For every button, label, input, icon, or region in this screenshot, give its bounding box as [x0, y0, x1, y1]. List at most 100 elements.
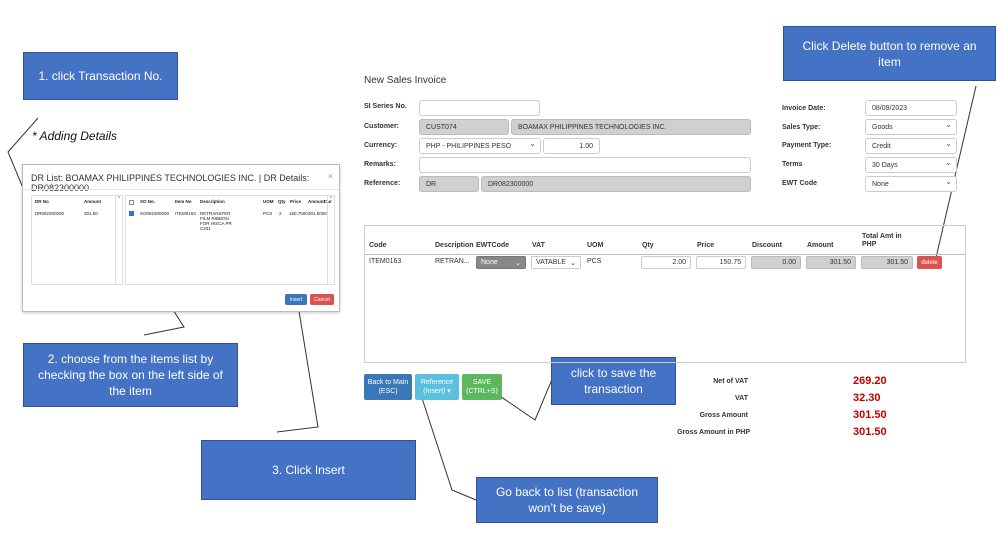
- item-checkbox[interactable]: [129, 211, 134, 216]
- gross-amount-php-label: Gross Amount in PHP: [677, 429, 750, 436]
- payment-type-select[interactable]: Credit: [865, 138, 957, 154]
- dr-list-modal: DR List: BOAMAX PHILIPPINES TECHNOLOGIES…: [22, 164, 340, 312]
- delete-button[interactable]: delete: [917, 256, 942, 269]
- row-amount-field: 301.50: [806, 256, 856, 269]
- net-vat-label: Net of VAT: [713, 378, 748, 385]
- row-discount-field: 0.00: [751, 256, 801, 269]
- sales-type-select[interactable]: Goods: [865, 119, 957, 135]
- items-header-so: SO No.: [140, 199, 156, 204]
- row-code: ITEM0163: [369, 258, 402, 265]
- page-title: New Sales Invoice: [364, 75, 447, 86]
- row-ewt-select[interactable]: None: [476, 256, 526, 269]
- callout-click-transaction: 1. click Transaction No.: [23, 52, 178, 100]
- insert-button[interactable]: Insert: [285, 294, 307, 305]
- cancel-button[interactable]: Cancel: [310, 294, 334, 305]
- back-to-main-button[interactable]: Back to Main (ESC): [364, 374, 412, 400]
- customer-label: Customer:: [364, 123, 400, 130]
- modal-divider: [23, 189, 339, 190]
- row-total-php-field: 301.50: [861, 256, 913, 269]
- callout-choose-items: 2. choose from the items list by checkin…: [23, 343, 238, 407]
- reference-button[interactable]: Reference (Insert) ▾: [415, 374, 459, 400]
- ewt-code-label: EWT Code: [782, 180, 817, 187]
- currency-label: Currency:: [364, 142, 398, 149]
- callout-click-insert: 3. Click Insert: [201, 440, 416, 500]
- items-header-item: Item No: [175, 199, 192, 204]
- items-header-qty: Qty: [278, 199, 286, 204]
- item-no: ITEM0163: [175, 211, 196, 216]
- customer-code-field[interactable]: CUST074: [419, 119, 509, 135]
- back-label: Back to Main: [367, 379, 409, 386]
- items-scrollbar[interactable]: ^: [327, 196, 334, 284]
- payment-type-label: Payment Type:: [782, 142, 832, 149]
- dr-scrollbar[interactable]: ^: [115, 196, 122, 284]
- remarks-input[interactable]: [419, 157, 751, 173]
- vat-value: 32.30: [853, 392, 881, 404]
- items-header-amount: Amount: [308, 199, 325, 204]
- save-button[interactable]: SAVE (CTRL+S): [462, 374, 502, 400]
- save-label: SAVE: [472, 379, 492, 386]
- grid-header-description: Description: [435, 242, 474, 249]
- row-description: RETRAN...: [435, 258, 470, 265]
- dr-header-amount: Amount: [84, 199, 101, 204]
- row-price-input[interactable]: 150.75: [696, 256, 746, 269]
- terms-select[interactable]: 30 Days: [865, 157, 957, 173]
- grid-header-uom: UOM: [587, 242, 604, 249]
- close-icon[interactable]: ×: [327, 171, 333, 181]
- reference-type-field: DR: [419, 176, 479, 192]
- adding-details-note: * Adding Details: [32, 129, 117, 143]
- si-series-label: SI Series No.: [364, 103, 407, 110]
- currency-select[interactable]: PHP - PHILIPPINES PESO: [419, 138, 541, 154]
- row-uom: PCS: [587, 258, 602, 265]
- vat-label: VAT: [735, 395, 748, 402]
- invoice-date-input[interactable]: 08/09/2023: [865, 100, 957, 116]
- grid-header-qty: Qty: [642, 242, 654, 249]
- dr-row-amount[interactable]: 301.50: [84, 211, 98, 216]
- si-series-input[interactable]: [419, 100, 540, 116]
- dr-row-no[interactable]: DR082300000: [35, 211, 65, 216]
- grid-header-amount: Amount: [807, 242, 834, 249]
- row-vat-select[interactable]: VATABLE: [531, 256, 581, 269]
- sales-type-label: Sales Type:: [782, 124, 821, 131]
- grid-header-ewt: EWTCode: [476, 242, 510, 249]
- items-list-panel: SO No. Item No Description UOM Qty Price…: [125, 195, 335, 285]
- items-header-price: Price: [290, 199, 302, 204]
- back-shortcut: (ESC): [378, 388, 398, 395]
- gross-amount-php-value: 301.50: [853, 426, 887, 438]
- save-shortcut: (CTRL+S): [466, 388, 498, 395]
- select-all-checkbox[interactable]: [129, 200, 134, 205]
- customer-name-field: BOAMAX PHILIPPINES TECHNOLOGIES INC.: [511, 119, 751, 135]
- exchange-rate-input[interactable]: 1.00: [543, 138, 600, 154]
- row-qty-input[interactable]: 2.00: [641, 256, 691, 269]
- item-uom: PCS: [263, 211, 273, 216]
- items-grid: Code Description EWTCode VAT UOM Qty Pri…: [364, 225, 966, 363]
- reference-no-field[interactable]: DR082300000: [481, 176, 751, 192]
- gross-amount-value: 301.50: [853, 409, 887, 421]
- remarks-label: Remarks:: [364, 161, 396, 168]
- dr-list-panel: DR No Amount DR082300000 301.50 ^: [31, 195, 123, 285]
- item-so: SO082300000: [140, 211, 170, 216]
- ewt-code-select[interactable]: None: [865, 176, 957, 192]
- callout-back: Go back to list (transaction won’t be sa…: [476, 477, 658, 523]
- grid-header-vat: VAT: [532, 242, 545, 249]
- grid-header-discount: Discount: [752, 242, 782, 249]
- item-qty: 2: [279, 211, 282, 216]
- reference-shortcut: (Insert) ▾: [423, 388, 451, 395]
- invoice-date-label: Invoice Date:: [782, 105, 826, 112]
- reference-label: Reference:: [364, 180, 401, 187]
- items-header-uom: UOM: [263, 199, 274, 204]
- item-price: 150.7500: [289, 211, 308, 216]
- grid-header-code: Code: [369, 242, 387, 249]
- items-header-desc: Description: [200, 199, 225, 204]
- net-vat-value: 269.20: [853, 375, 887, 387]
- grid-header-total-php-1: Total Amt in: [862, 233, 902, 240]
- item-amount: 301.5000: [308, 211, 327, 216]
- grid-header-divider: [365, 254, 965, 255]
- grid-header-total-php-2: PHP: [862, 241, 877, 248]
- gross-amount-label: Gross Amount: [699, 412, 748, 419]
- terms-label: Terms: [782, 161, 803, 168]
- grid-header-price: Price: [697, 242, 715, 249]
- callout-delete: Click Delete button to remove an item: [783, 26, 996, 81]
- callout-save: click to save the transaction: [551, 357, 676, 405]
- dr-header-no: DR No: [35, 199, 49, 204]
- item-description: RETRANSFER FILM RIBBON FOR HISCA PR C201: [200, 211, 232, 231]
